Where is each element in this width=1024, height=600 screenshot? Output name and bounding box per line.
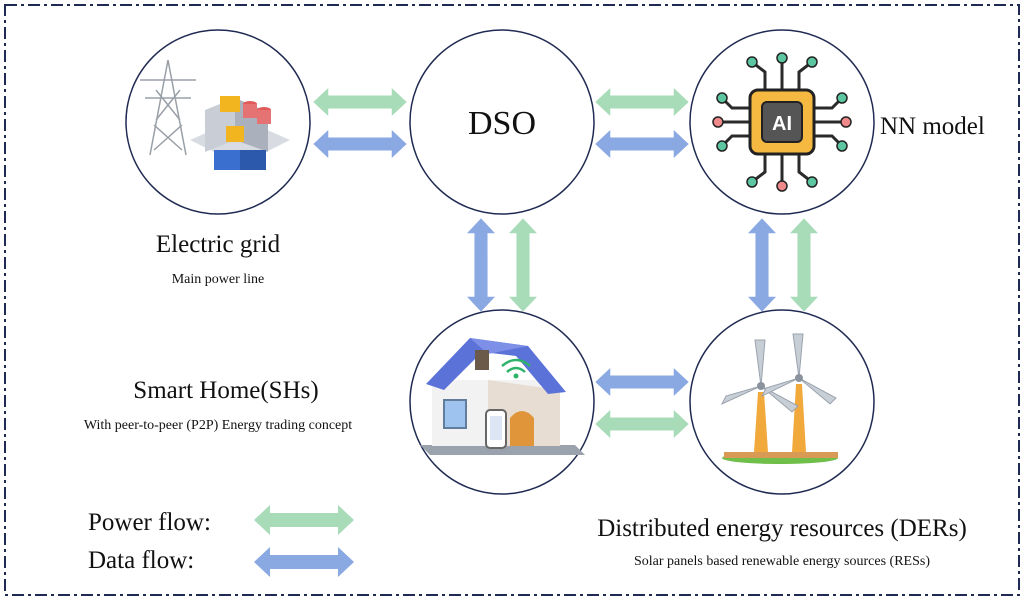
outer-border <box>4 4 1020 596</box>
arrow-nn-der-power <box>790 218 818 312</box>
chip-text: AI <box>772 113 792 135</box>
legend-data-label: Data flow: <box>88 547 194 574</box>
arrow-dso-nn-power <box>595 88 689 116</box>
smart-home-subtitle: With peer-to-peer (P2P) Energy trading c… <box>84 418 352 433</box>
electric-grid-title: Electric grid <box>156 231 281 258</box>
arrow-grid-dso-power <box>313 88 407 116</box>
legend: Power flow: Data flow: <box>88 505 354 577</box>
smart-home-title: Smart Home(SHs) <box>133 377 318 404</box>
legend-power-arrow <box>254 505 354 535</box>
arrow-nn-der-data <box>748 218 776 312</box>
arrow-dso-sh-data <box>467 218 495 312</box>
wind-turbine-icon <box>720 333 838 464</box>
ders-subtitle: Solar panels based renewable energy sour… <box>634 554 930 569</box>
power-plant-icon <box>140 59 290 170</box>
ai-chip-icon: AI <box>712 52 852 192</box>
arrow-sh-der-power <box>595 410 689 438</box>
nn-model-label: NN model <box>880 113 985 140</box>
legend-data-arrow <box>254 547 354 577</box>
arrow-sh-der-data <box>595 368 689 396</box>
arrow-dso-sh-power <box>509 218 537 312</box>
dso-circle <box>409 29 595 215</box>
electric-grid-subtitle: Main power line <box>172 272 265 287</box>
legend-power-label: Power flow: <box>88 509 211 536</box>
arrow-dso-nn-data <box>595 130 689 158</box>
dso-label: DSO <box>468 105 536 142</box>
arrow-grid-dso-data <box>313 130 407 158</box>
smart-home-icon <box>420 338 585 455</box>
ders-title: Distributed energy resources (DERs) <box>597 515 967 542</box>
